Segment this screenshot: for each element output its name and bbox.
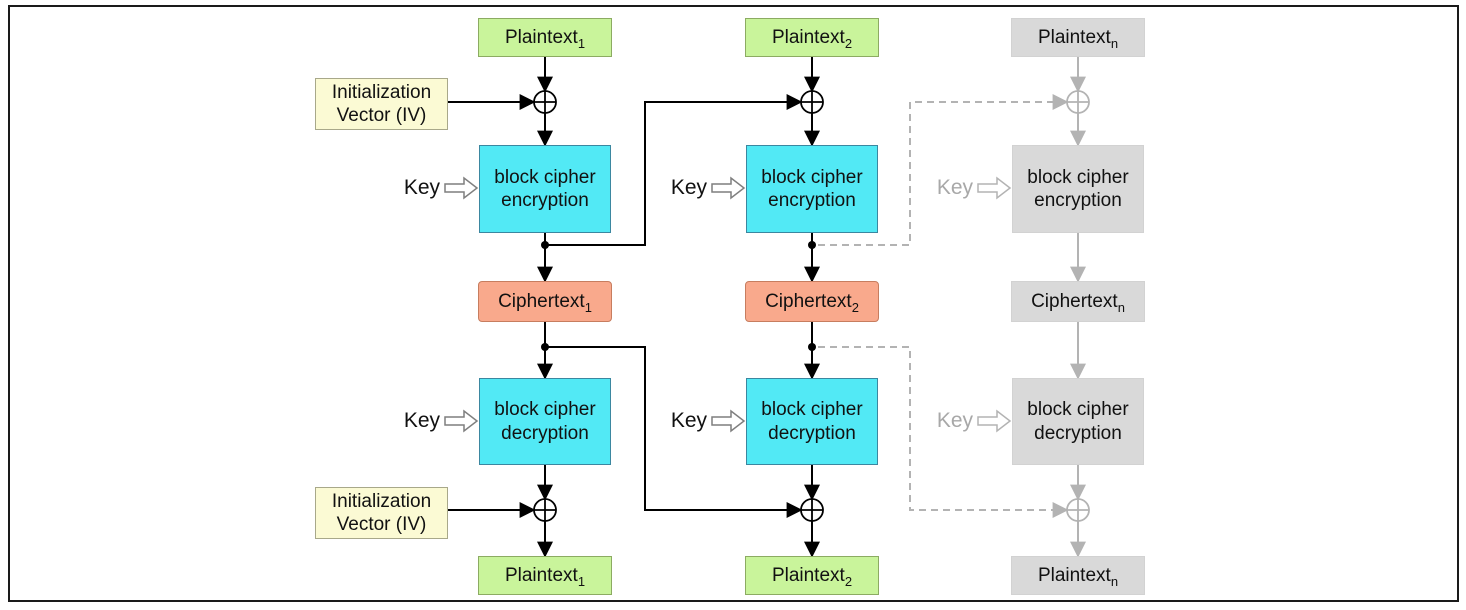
xor-icon (533, 498, 557, 522)
plaintext-n-label: Plaintextn (1037, 564, 1119, 589)
dashed-branch-ciphertext2-to-xorn-encrypt (818, 94, 1069, 246)
decryption-1-box: block cipher decryption (479, 378, 611, 465)
block-cipher-label: block cipher (1027, 399, 1129, 421)
outer-frame (8, 5, 1459, 602)
xor-icon (800, 498, 824, 522)
junction-dot (808, 241, 816, 249)
block-cipher-label: block cipher (494, 166, 596, 188)
key-label-decryption-2: Key (670, 409, 707, 432)
iv-label-line2: Vector (IV) (336, 105, 427, 126)
hollow-block-arrow-icon (444, 176, 479, 200)
key-label-encryption-2: Key (670, 176, 707, 199)
hollow-block-arrow-icon (711, 409, 746, 433)
encryption-label: encryption (768, 190, 856, 211)
iv-top-box: Initialization Vector (IV) (315, 78, 448, 130)
iv-label-line1: Initialization (331, 81, 432, 103)
iv-label-line1: Initialization (331, 490, 432, 512)
plaintext-2-label: Plaintext2 (771, 26, 853, 51)
hollow-block-arrow-icon (444, 409, 479, 433)
hollow-block-arrow-icon (711, 176, 746, 200)
key-label-decryption-n: Key (936, 409, 973, 432)
decryption-label: decryption (501, 422, 589, 444)
xor-icon (800, 90, 824, 114)
ciphertext-1-box: Ciphertext1 (478, 281, 612, 322)
xor-icon (533, 90, 557, 114)
plaintext-n-label: Plaintextn (1037, 26, 1119, 51)
plaintext-1-label: Plaintext1 (504, 564, 586, 589)
key-label-encryption-1: Key (403, 176, 440, 199)
decryption-label: decryption (768, 422, 856, 444)
ciphertext-n-box: Ciphertextn (1011, 281, 1145, 322)
ciphertext-1-label: Ciphertext1 (498, 290, 592, 315)
plaintext-2-top-box: Plaintext2 (745, 18, 879, 57)
block-cipher-label: block cipher (494, 399, 596, 421)
plaintext-1-top-box: Plaintext1 (478, 18, 612, 57)
decryption-2-box: block cipher decryption (746, 378, 878, 465)
hollow-block-arrow-icon (977, 409, 1012, 433)
hollow-block-arrow-icon (977, 176, 1012, 200)
key-label-encryption-n: Key (936, 176, 973, 199)
encryption-label: encryption (501, 190, 589, 211)
encryption-n-box: block cipher encryption (1012, 145, 1144, 233)
plaintext-n-bottom-box: Plaintextn (1011, 556, 1145, 595)
encryption-label: encryption (1034, 190, 1122, 211)
xor-icon (1066, 498, 1090, 522)
iv-label-line2: Vector (IV) (336, 514, 427, 535)
ciphertext-2-label: Ciphertext2 (765, 290, 859, 315)
junction-dot (541, 241, 549, 249)
junction-dot (808, 343, 816, 351)
block-cipher-label: block cipher (761, 166, 863, 188)
block-cipher-label: block cipher (1027, 166, 1129, 188)
branch-ciphertext1-to-xor2-decrypt (545, 346, 803, 518)
plaintext-1-bottom-box: Plaintext1 (478, 556, 612, 595)
block-cipher-label: block cipher (761, 399, 863, 421)
branch-ciphertext1-to-xor2-encrypt (545, 94, 803, 246)
plaintext-2-label: Plaintext2 (771, 564, 853, 589)
plaintext-1-label: Plaintext1 (504, 26, 586, 51)
iv-bottom-box: Initialization Vector (IV) (315, 487, 448, 539)
xor-icon (1066, 90, 1090, 114)
ciphertext-2-box: Ciphertext2 (745, 281, 879, 322)
encryption-1-box: block cipher encryption (479, 145, 611, 233)
encryption-2-box: block cipher encryption (746, 145, 878, 233)
junction-dot (541, 343, 549, 351)
plaintext-n-top-box: Plaintextn (1011, 18, 1145, 57)
decryption-label: decryption (1034, 422, 1122, 444)
decryption-n-box: block cipher decryption (1012, 378, 1144, 465)
ciphertext-n-label: Ciphertextn (1031, 290, 1125, 315)
key-label-decryption-1: Key (403, 409, 440, 432)
dashed-branch-ciphertext2-to-xorn-decrypt (818, 346, 1069, 518)
plaintext-2-bottom-box: Plaintext2 (745, 556, 879, 595)
